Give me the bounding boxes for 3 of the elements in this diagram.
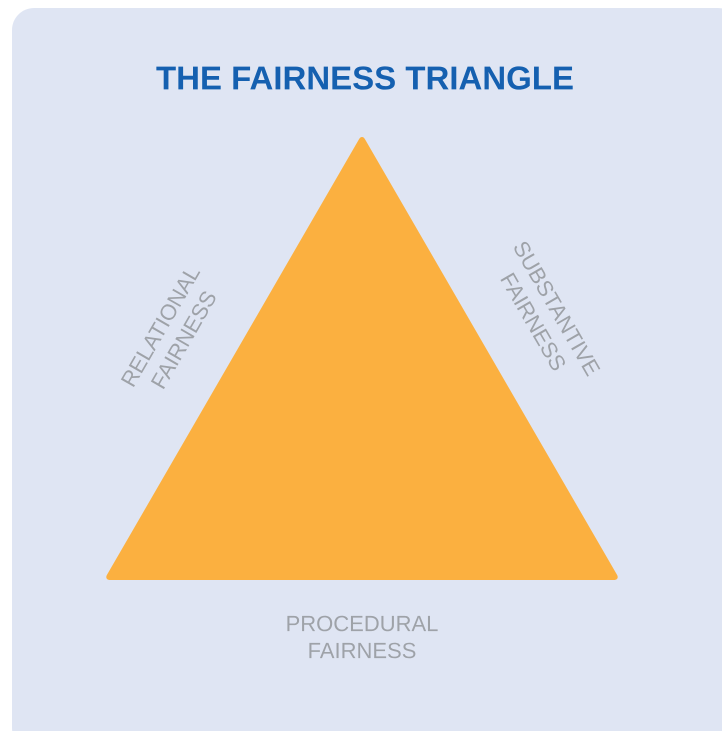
triangle bbox=[106, 137, 618, 580]
title: THE FAIRNESS TRIANGLE bbox=[156, 66, 573, 90]
side-label: PROCEDURAL FAIRNESS bbox=[287, 616, 438, 658]
